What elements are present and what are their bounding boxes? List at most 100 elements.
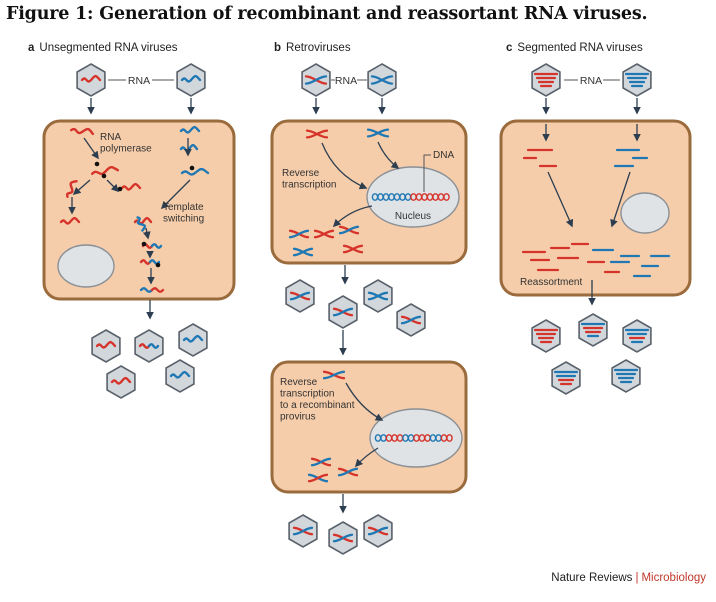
- panel-a-arrow: [142, 227, 151, 240]
- panel-b-arrow: [377, 141, 400, 169]
- dna-double-strand: [337, 467, 359, 477]
- strand-segment: [150, 287, 165, 293]
- panel-b-arrow: [345, 382, 384, 421]
- rna-strand: [69, 127, 95, 136]
- rna-strand: [120, 182, 142, 191]
- rna-strand: [180, 167, 210, 176]
- panel-a-arrow: [72, 179, 91, 196]
- helix-strand: [305, 129, 329, 139]
- helix-strand: [400, 315, 422, 325]
- segment-stack: [533, 72, 559, 88]
- panel-c-reassortant-virion: [551, 361, 581, 395]
- panel-b-arrow: [354, 447, 379, 468]
- panel-c-arrow: [547, 171, 574, 228]
- dna-double-strand: [310, 457, 332, 467]
- panel-a-arrow: [160, 179, 191, 210]
- reassortment-label: Reassortment: [520, 277, 582, 288]
- polymerase-dot: [155, 262, 161, 268]
- polymerase-dot: [117, 186, 123, 192]
- dna-double-strand: [292, 526, 314, 536]
- integrated-dna: [371, 193, 450, 201]
- strand-segment: [138, 343, 151, 349]
- rna-strand: [169, 370, 191, 379]
- helix-strand: [304, 75, 328, 85]
- rna-strand: [90, 166, 120, 176]
- polymerase-dot: [94, 161, 100, 167]
- dna-double-strand: [342, 244, 364, 254]
- helix-strand: [337, 467, 359, 477]
- helix-strand: [332, 307, 354, 317]
- panel-c-reassortant-virion: [611, 359, 641, 393]
- strand-layer: [59, 74, 671, 543]
- dna-double-strand: [288, 229, 310, 239]
- helix-strand: [342, 244, 364, 254]
- helix-strand: [370, 75, 394, 85]
- dna-double-strand: [370, 75, 394, 85]
- helix-strand: [292, 526, 314, 536]
- polymerase-dot: [141, 241, 147, 247]
- recombinant-strand: [138, 343, 160, 349]
- rna-strand: [59, 216, 81, 225]
- panel-c-reassortant-virion: [531, 319, 561, 353]
- helix-strand: [310, 457, 332, 467]
- strand-segment: [139, 287, 154, 293]
- helix-strand: [292, 247, 314, 257]
- rna-strand: [65, 180, 78, 198]
- panel-c-rna-label: RNA: [580, 75, 602, 87]
- strand-segment: [147, 343, 160, 349]
- dna-double-strand: [338, 225, 360, 235]
- rna-strand: [110, 376, 132, 385]
- polymerase-dot: [189, 165, 195, 171]
- rna-strand: [80, 74, 102, 83]
- dna-leader-line: [423, 154, 431, 192]
- strand-segment: [150, 243, 163, 249]
- segment-stack: [533, 328, 559, 344]
- helix-strand: [288, 229, 310, 239]
- dna-double-strand: [292, 247, 314, 257]
- helix-strand: [366, 128, 390, 138]
- nucleus-label: Nucleus: [395, 211, 431, 222]
- helix-strand: [367, 291, 389, 301]
- panel-c-cell: [499, 119, 692, 297]
- rna-strand: [182, 334, 204, 343]
- panel-b-nucleus: [366, 166, 460, 228]
- figure-title: Figure 1: Generation of recombinant and …: [6, 4, 648, 24]
- segment-stack: [553, 370, 579, 386]
- panel-a-nucleus: [57, 244, 115, 288]
- dna-double-strand: [305, 129, 329, 139]
- polymerase-dot: [101, 173, 107, 179]
- helix-strand: [307, 473, 329, 483]
- dna-double-strand: [366, 128, 390, 138]
- dna-double-strand: [400, 315, 422, 325]
- virion-layer: [76, 63, 652, 555]
- segment-stack: [624, 72, 650, 88]
- rna-strand: [179, 125, 201, 134]
- rna-strand: [180, 74, 202, 83]
- panel-c-arrow: [610, 171, 631, 228]
- panel-b-arrow: [332, 205, 373, 228]
- helix-strand: [367, 526, 389, 536]
- segment-stack: [624, 328, 650, 344]
- dna-double-strand: [304, 75, 328, 85]
- dna-double-strand: [367, 526, 389, 536]
- rna-strand: [95, 340, 117, 349]
- panel-c-virion-red: [531, 63, 561, 97]
- panel-c-virion-blue: [622, 63, 652, 97]
- dna-double-strand: [313, 229, 335, 239]
- segment-stack: [580, 322, 606, 338]
- dna-loop: [446, 434, 453, 442]
- helix-strand: [332, 533, 354, 543]
- dna-double-strand: [322, 370, 346, 380]
- recombinant-provirus: [374, 434, 453, 442]
- helix-strand: [322, 370, 346, 380]
- panel-a-rna-label: RNA: [128, 75, 150, 87]
- helix-strand: [338, 225, 360, 235]
- dna-double-strand: [289, 291, 311, 301]
